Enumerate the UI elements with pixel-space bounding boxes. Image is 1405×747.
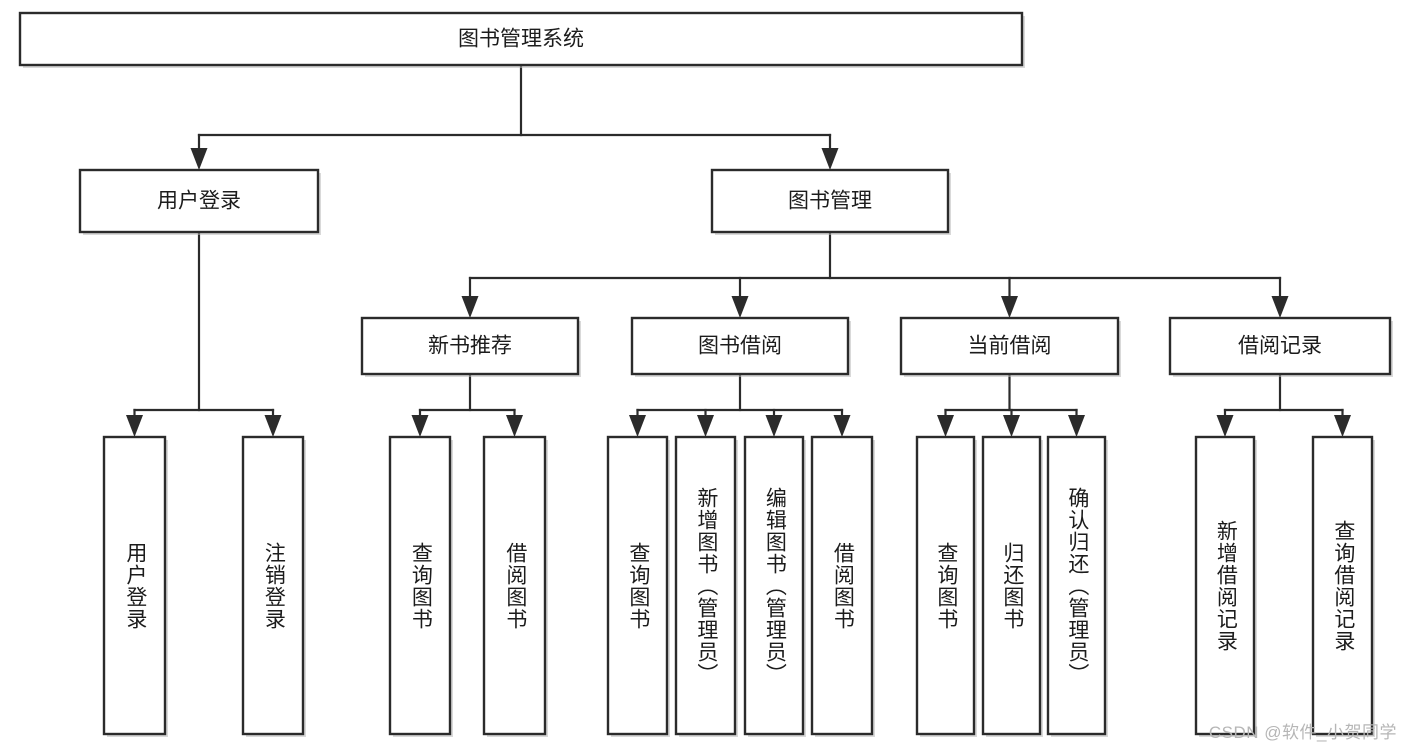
node-leaf-add-book[interactable] bbox=[674, 435, 738, 737]
edge-book-borrow-leaf-borrow-book-arrowhead bbox=[833, 415, 851, 437]
edge-current-borrow-leaf-confirm-return-arrowhead bbox=[1068, 415, 1085, 437]
node-current-borrow[interactable] bbox=[899, 316, 1121, 377]
node-leaf-confirm-return[interactable] bbox=[1046, 435, 1108, 737]
node-leaf-return-book[interactable] bbox=[981, 435, 1043, 737]
edge-current-borrow-leaf-return-book-arrowhead bbox=[1003, 415, 1020, 437]
edge-book-borrow-leaf-add-book-arrowhead bbox=[697, 415, 714, 437]
node-user-login-label: 用户登录 bbox=[157, 190, 241, 213]
edge-user-login-leaf-user-login-arrowhead bbox=[126, 415, 143, 437]
edge-bm-current-borrow-arrowhead bbox=[1001, 296, 1018, 318]
edge-user-login-leaf-logout-arrowhead bbox=[264, 415, 282, 437]
node-borrow-record[interactable] bbox=[1168, 316, 1393, 377]
edge-borrow-record-leaf-add-record-arrowhead bbox=[1216, 415, 1234, 437]
node-leaf-query-record[interactable] bbox=[1311, 435, 1375, 737]
node-book-manage[interactable] bbox=[710, 168, 951, 235]
node-leaf-edit-book[interactable] bbox=[743, 435, 806, 737]
edge-current-borrow-leaf-query-cur-arrowhead bbox=[937, 415, 954, 437]
edge-new-book-rec-leaf-query-book-rec-arrowhead bbox=[411, 415, 429, 437]
node-book-borrow-label: 图书借阅 bbox=[698, 335, 782, 358]
node-leaf-logout[interactable] bbox=[241, 435, 306, 737]
node-leaf-query-book[interactable] bbox=[606, 435, 670, 737]
node-user-login[interactable] bbox=[78, 168, 321, 235]
edge-bm-book-borrow-arrowhead bbox=[731, 296, 749, 318]
edge-root-user-login-arrowhead bbox=[190, 148, 208, 170]
edge-new-book-rec-leaf-borrow-book-rec-arrowhead bbox=[506, 415, 523, 437]
connector-layer bbox=[126, 63, 1351, 437]
node-leaf-borrow-book-rec[interactable] bbox=[482, 435, 548, 737]
edge-book-borrow-leaf-query-book-arrowhead bbox=[629, 415, 646, 437]
node-root-label: 图书管理系统 bbox=[458, 28, 584, 51]
node-leaf-query-cur[interactable] bbox=[915, 435, 977, 737]
edge-bm-borrow-record-arrowhead bbox=[1271, 296, 1289, 318]
node-leaf-user-login[interactable] bbox=[102, 435, 168, 737]
edge-borrow-record-leaf-query-record-arrowhead bbox=[1334, 415, 1351, 437]
node-book-borrow[interactable] bbox=[630, 316, 851, 377]
node-current-borrow-label: 当前借阅 bbox=[968, 335, 1052, 358]
node-leaf-borrow-book[interactable] bbox=[810, 435, 875, 737]
node-new-book-rec-label: 新书推荐 bbox=[428, 335, 512, 358]
node-book-manage-label: 图书管理 bbox=[788, 190, 872, 213]
edge-bm-new-book-rec-arrowhead bbox=[461, 296, 479, 318]
node-leaf-query-book-rec[interactable] bbox=[388, 435, 453, 737]
watermark-text: CSDN @软件_小贺同学 bbox=[1208, 723, 1397, 742]
edge-root-book-manage-arrowhead bbox=[821, 148, 839, 170]
node-borrow-record-label: 借阅记录 bbox=[1238, 335, 1322, 358]
node-leaf-add-record[interactable] bbox=[1194, 435, 1257, 737]
node-new-book-rec[interactable] bbox=[360, 316, 581, 377]
edge-book-borrow-leaf-edit-book-arrowhead bbox=[765, 415, 783, 437]
node-root[interactable] bbox=[18, 11, 1025, 68]
